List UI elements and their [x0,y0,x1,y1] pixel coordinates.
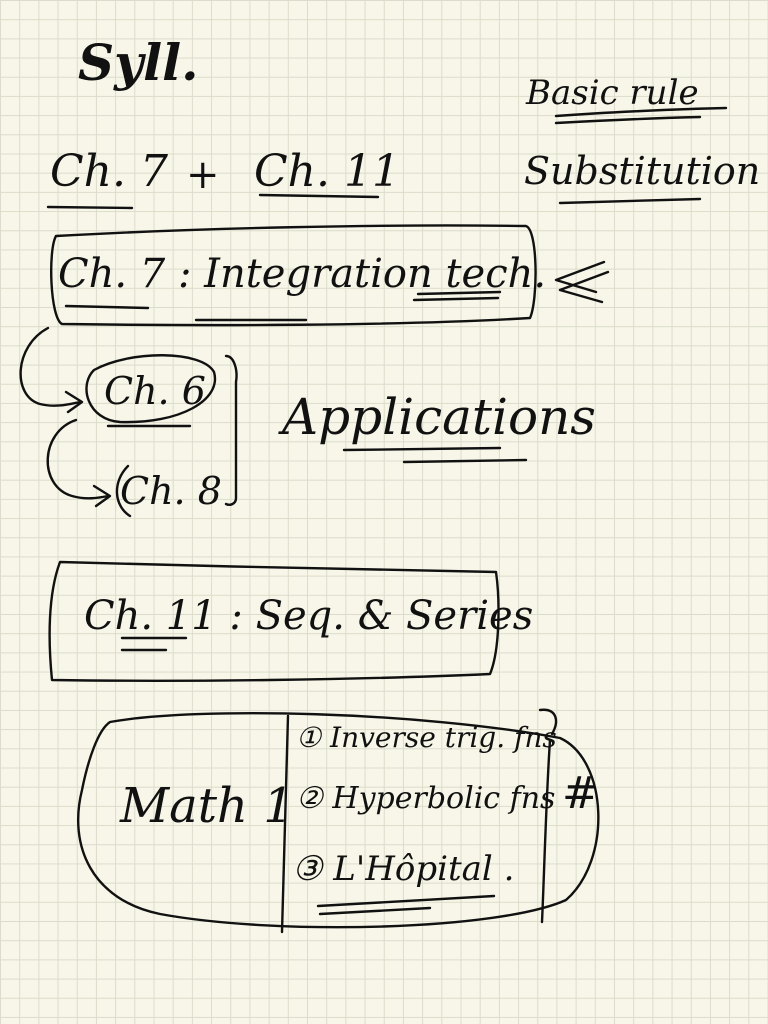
box-series-outline [48,560,500,682]
math1-item-lhopital: ③ L'Hôpital . [292,849,515,889]
chapter-7-label: Ch. 7 [50,146,168,197]
applications-label: Applications [282,388,596,446]
plus-sign: + [186,152,220,198]
underline-basic-rule-2 [554,115,702,125]
note-heading: Syll. [78,33,199,92]
underline-applications-1 [342,446,502,452]
underline-ch7-box [64,304,150,310]
math1-label: Math 1 [120,778,294,834]
underline-lhopital-1 [316,894,496,908]
chapter-8-label: Ch. 8 [120,469,222,513]
underline-ch7 [46,205,134,210]
oval-math1 [77,711,600,929]
sequences-series-text: Ch. 11 : Seq. & Series [84,593,534,639]
box-integration-outline [50,224,537,327]
chapter-11-label: Ch. 11 [254,146,400,197]
divider-math1-left [280,714,290,934]
basic-rule-note: Basic rule [526,73,699,113]
chapter-6-label: Ch. 6 [104,369,206,413]
underline-tech-2 [412,296,500,302]
bracket-math1-top [538,708,558,736]
divider-math1-right [540,738,552,924]
underline-lhopital-2 [318,906,432,916]
integration-tech-text: Ch. 7 : Integration tech. [58,251,547,297]
paren-ch8 [115,464,132,518]
underline-substitution [558,197,702,205]
math1-item-inverse-trig: ① Inverse trig. fns [296,721,557,754]
arrow-to-ch6 [19,326,84,414]
substitution-note: Substitution [524,149,761,193]
underline-ch11 [258,193,380,199]
underline-basic-rule-1 [554,106,728,118]
bracket-applications [224,354,238,506]
underline-applications-2 [402,458,528,464]
circle-ch6 [85,354,217,424]
hash-mark: # [562,768,599,819]
arrow-to-ch8 [46,418,112,508]
underline-tech-1 [416,290,502,296]
math1-item-hyperbolic: ② Hyperbolic fns [296,781,556,816]
double-arrow-icon [554,260,610,304]
